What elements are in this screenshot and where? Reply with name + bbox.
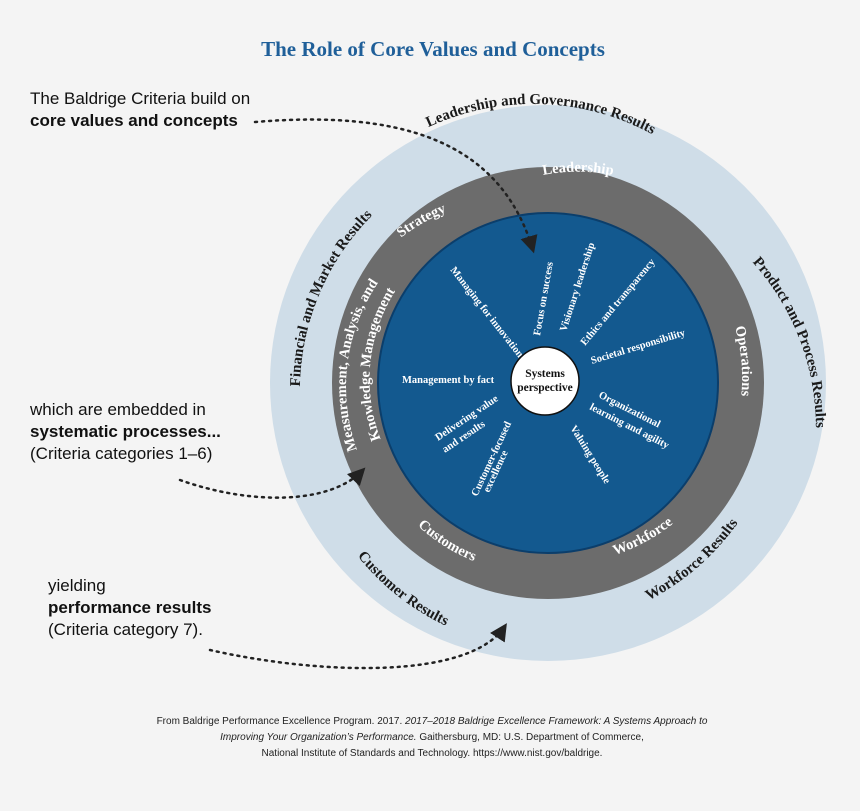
note3-line1: yielding xyxy=(48,576,106,595)
systems-perspective-circle xyxy=(510,346,580,416)
note2-line1: which are embedded in xyxy=(29,400,206,419)
note2-line2: systematic processes... xyxy=(30,422,221,441)
mid-label-leadership: Leadership xyxy=(541,160,615,179)
cv-management-by-fact: Management by fact xyxy=(402,375,495,386)
citation-line3: National Institute of Standards and Tech… xyxy=(262,748,603,759)
note1-line1: The Baldrige Criteria build on xyxy=(30,89,250,108)
page-title: The Role of Core Values and Concepts xyxy=(261,37,605,61)
note3-line3: (Criteria category 7). xyxy=(48,620,203,639)
citation-line1: From Baldrige Performance Excellence Pro… xyxy=(157,716,708,727)
arrow-performance-results xyxy=(208,623,507,670)
arrow-core-values xyxy=(253,118,538,254)
arrow-systematic-processes xyxy=(178,467,366,499)
center-label-1: Systems xyxy=(525,368,565,380)
note2-line3: (Criteria categories 1–6) xyxy=(30,444,212,463)
note1-line2: core values and concepts xyxy=(30,111,238,130)
center-label-2: perspective xyxy=(517,382,573,394)
note3-line2: performance results xyxy=(48,598,211,617)
citation-line2: Improving Your Organization’s Performanc… xyxy=(220,732,644,743)
